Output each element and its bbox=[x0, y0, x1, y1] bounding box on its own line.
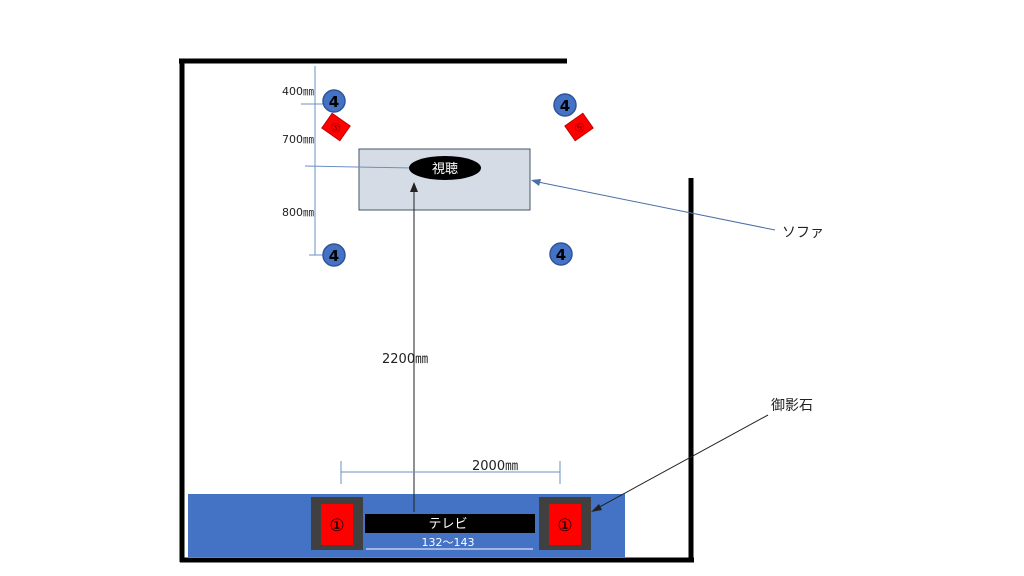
speaker-4-rear-right: 4 bbox=[549, 242, 573, 266]
speaker-4-circle bbox=[322, 243, 346, 267]
width-2000-label: 2000㎜ bbox=[472, 459, 518, 474]
speaker-1-number: ① bbox=[329, 516, 344, 536]
tv-label: テレビ bbox=[428, 517, 467, 532]
speaker-4-front-right: 4 bbox=[553, 93, 577, 117]
speaker-5-box bbox=[321, 112, 351, 142]
speaker-5-right: ⑤ bbox=[564, 112, 594, 142]
speaker-4-front-left: 4 bbox=[322, 89, 346, 113]
speaker-1-front bbox=[549, 504, 581, 545]
mikageishi-leader-line bbox=[593, 414, 769, 511]
dim-800-label: 800㎜ bbox=[282, 206, 314, 219]
speaker-4-circle bbox=[553, 93, 577, 117]
distance-2200-label: 2200㎜ bbox=[382, 352, 428, 367]
speaker-4-number: 4 bbox=[329, 93, 339, 111]
dim-400-label: 400㎜ bbox=[282, 85, 314, 98]
mikageishi-leader-arrowhead bbox=[591, 504, 602, 512]
speaker-4-number: 4 bbox=[329, 247, 339, 265]
speaker-1-left: ① bbox=[311, 497, 363, 550]
speaker-1-right: ① bbox=[539, 497, 591, 550]
viewing-position-ellipse bbox=[409, 156, 481, 180]
mikageishi-label: 御影石 bbox=[771, 398, 813, 414]
distance-arrowhead bbox=[410, 182, 418, 192]
speaker-4-circle bbox=[549, 242, 573, 266]
speaker-4-circle bbox=[322, 89, 346, 113]
dim-700-label: 700㎜ bbox=[282, 133, 314, 146]
tv-size-label: 132～143 bbox=[422, 536, 475, 549]
sofa-label: ソファ bbox=[782, 225, 824, 241]
tv-screen bbox=[365, 514, 535, 533]
speaker-4-rear-left: 4 bbox=[322, 243, 346, 267]
speaker-4-number: 4 bbox=[556, 246, 566, 264]
speaker-5-box bbox=[564, 112, 594, 142]
sofa-leader-line bbox=[532, 180, 776, 231]
sofa-leader-arrowhead bbox=[531, 179, 541, 186]
speaker-5-left: ⑤ bbox=[321, 112, 351, 142]
vertical-dimension: 400㎜ 700㎜ 800㎜ bbox=[282, 66, 413, 256]
dimension-tick-sofa bbox=[304, 165, 413, 169]
room-walls bbox=[179, 58, 694, 563]
speaker-1-number: ① bbox=[557, 516, 572, 536]
speaker-1-front bbox=[321, 504, 353, 545]
viewing-label: 視聴 bbox=[432, 162, 458, 177]
speaker-4-number: 4 bbox=[560, 97, 570, 115]
